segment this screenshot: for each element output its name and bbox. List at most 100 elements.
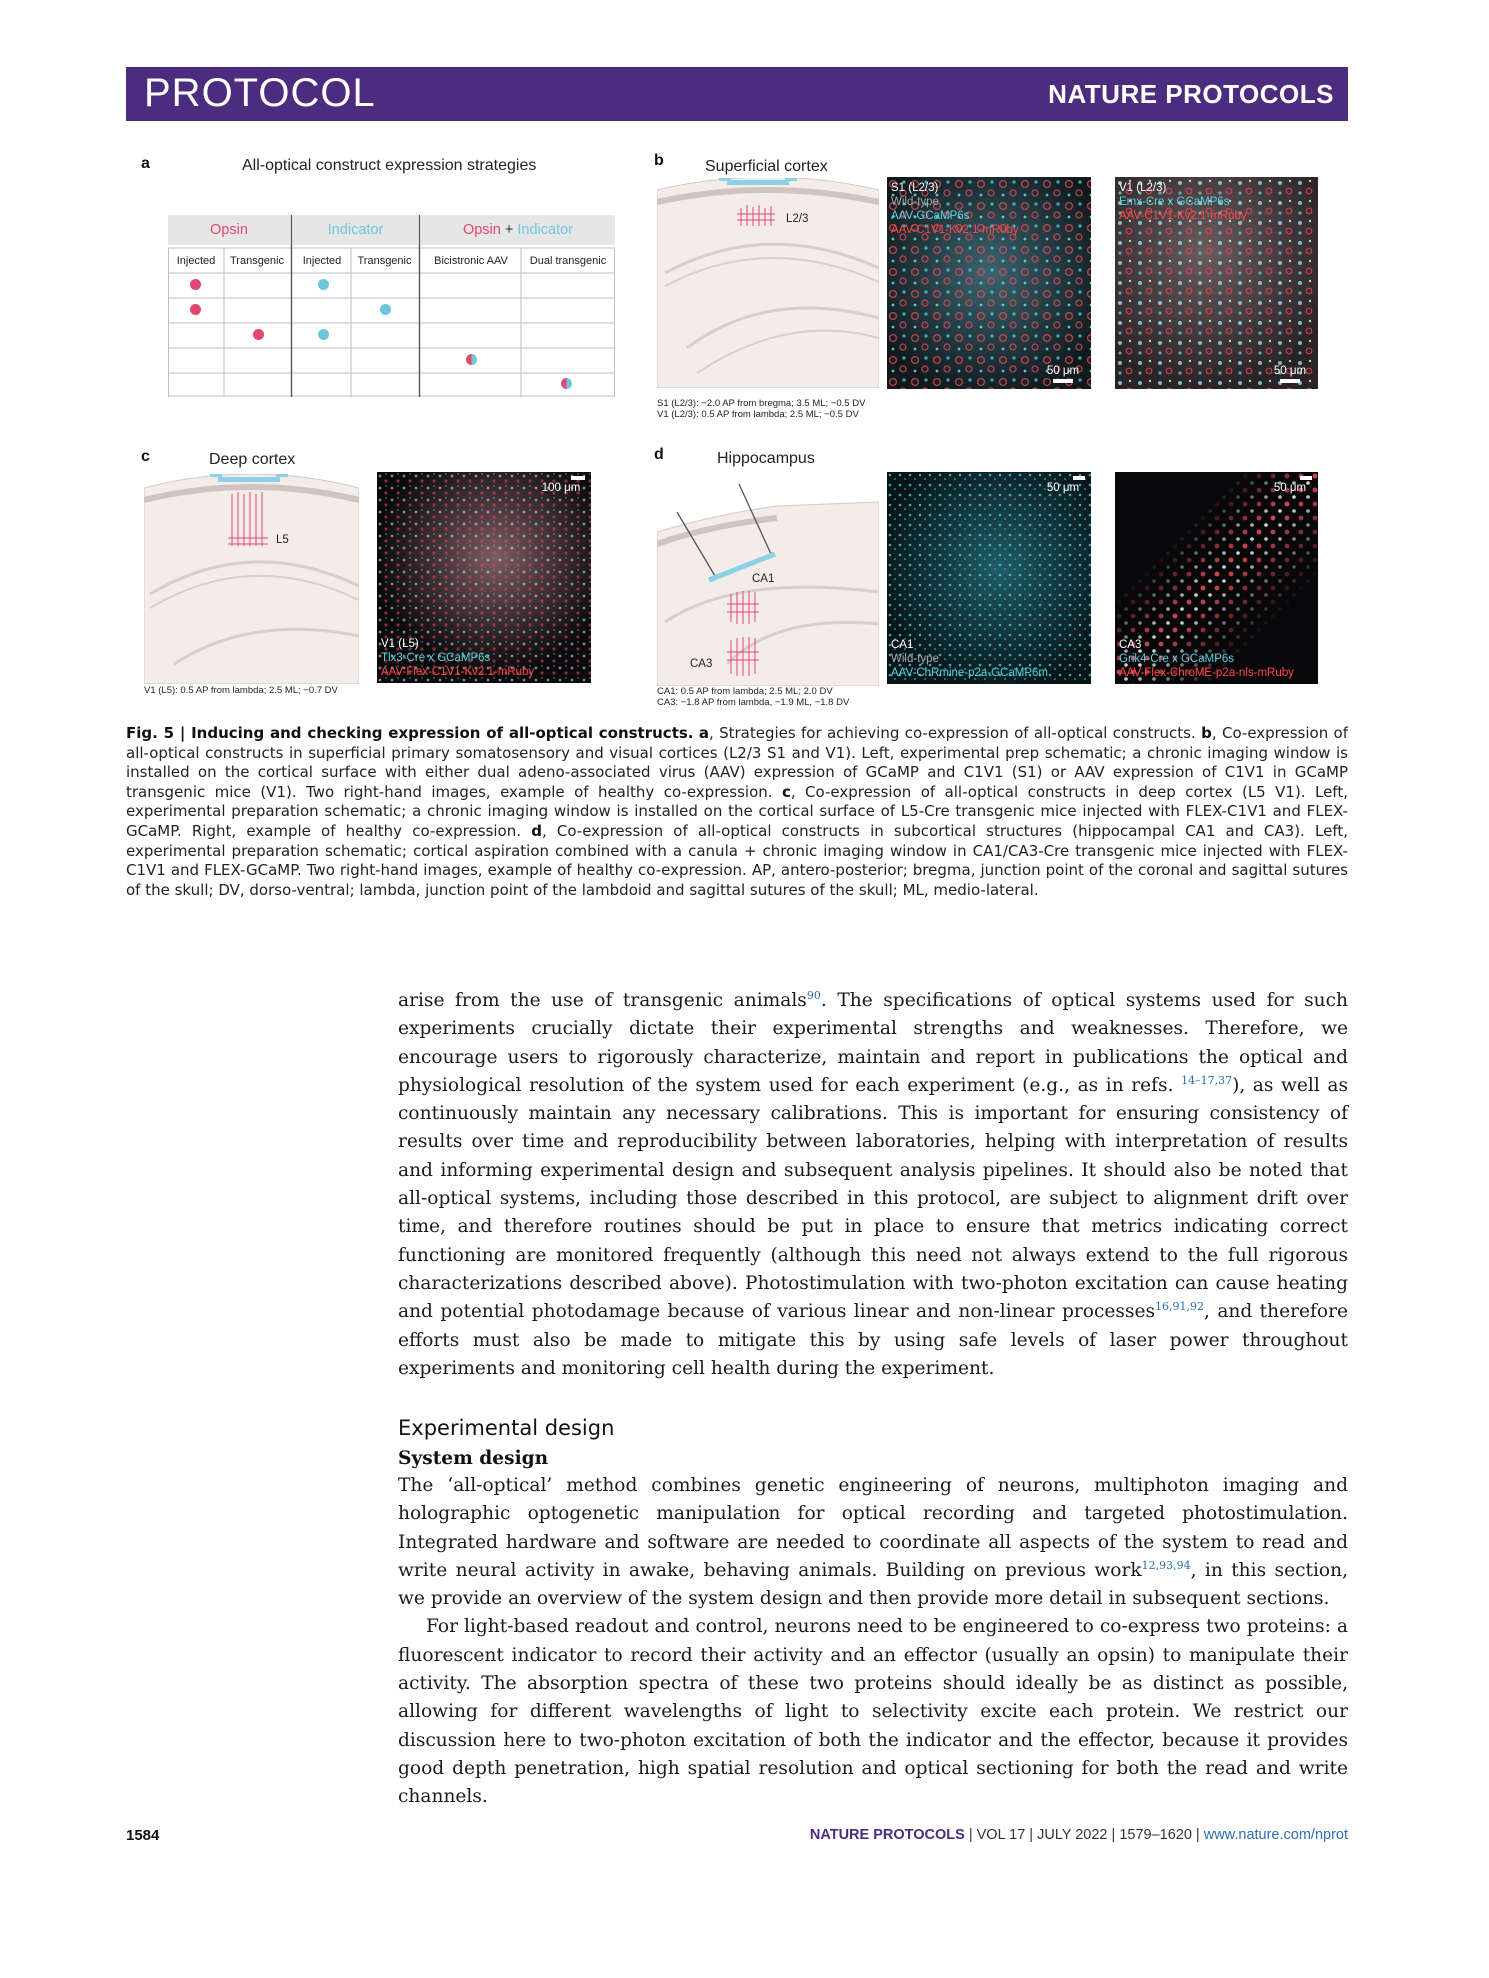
- caption-b-text: , Co-expression of all-optical construct…: [126, 724, 1349, 801]
- body-text: , and therefore efforts must also be mad…: [398, 1301, 1348, 1379]
- caption-d-letter: d: [531, 821, 542, 840]
- header-opsin: Opsin: [168, 215, 290, 245]
- panel-c-title: Deep cortex: [209, 451, 296, 468]
- bicistronic-dot: [466, 354, 477, 365]
- coords-panel-c: V1 (L5): 0.5 AP from lambda; 2.5 ML; −0.…: [144, 685, 338, 696]
- footer-citation: NATURE PROTOCOLS | VOL 17 | JULY 2022 | …: [810, 1827, 1348, 1843]
- micrograph-labels: V1 (L5) Tlx3-Cre x GCaMP6s AAV-Flex-C1V1…: [381, 637, 534, 679]
- caption-c-text: , Co-expression of all-optical construct…: [126, 782, 1348, 840]
- reference-link[interactable]: 14–17,37: [1181, 1073, 1233, 1087]
- opsin-dot: [190, 279, 201, 290]
- indicator-dot: [318, 279, 329, 290]
- body-paragraph-3: For light-based readout and control, neu…: [398, 1616, 1348, 1808]
- region-label: CA3: [1119, 639, 1142, 651]
- page-header: PROTOCOL NATURE PROTOCOLS: [126, 67, 1348, 121]
- region-label: V1 (L5): [381, 638, 419, 650]
- indicator-dot: [318, 329, 329, 340]
- genotype-label: Emx-Cre x GCaMP6s: [1119, 196, 1230, 208]
- genotype-label: Tlx3-Cre x GCaMP6s: [381, 652, 491, 664]
- section-heading: Experimental design: [398, 1416, 615, 1440]
- scale-bar-label: 50 μm: [1273, 482, 1307, 494]
- col-dual-transgenic: Dual transgenic: [529, 255, 607, 267]
- micrograph-s1-l23: S1 (L2/3) Wild-type AAV-GCaMP6s AAV-C1V1…: [887, 177, 1091, 389]
- region-label: S1 (L2/3): [891, 182, 939, 194]
- indicator-label: AAV-GCaMP6s: [891, 210, 970, 222]
- indicator-dot: [380, 304, 391, 315]
- footer-date: JULY 2022: [1037, 1827, 1108, 1843]
- coords-line: V1 (L5): 0.5 AP from lambda; 2.5 ML; −0.…: [144, 685, 338, 696]
- reference-link[interactable]: 16,91,92: [1155, 1300, 1205, 1314]
- caption-label: Fig. 5 | Inducing and checking expressio…: [126, 724, 694, 742]
- micrograph-labels: CA3 Grik4-Cre x GCaMP6s AAV-Flex-ChroME-…: [1119, 638, 1294, 680]
- scale-bar: 50 μm: [1041, 476, 1085, 494]
- header-indicator-2: Indicator: [517, 222, 574, 238]
- journal-label: NATURE PROTOCOLS: [1048, 79, 1334, 109]
- micrograph-labels: CA1 Wild-type AAV-ChRmine-p2a-GCaMP6m: [891, 638, 1048, 680]
- region-label-ca1: CA1: [752, 573, 775, 585]
- micrograph-v1-l5: 100 μm V1 (L5) Tlx3-Cre x GCaMP6s AAV-Fl…: [377, 472, 591, 683]
- opsin-dot: [190, 304, 201, 315]
- header-opsin-plus-indicator: Opsin + Indicator: [421, 215, 615, 245]
- micrograph-ca1: 50 μm CA1 Wild-type AAV-ChRmine-p2a-GCaM…: [887, 472, 1091, 684]
- micrograph-labels: V1 (L2/3) Emx-Cre x GCaMP6s AAV-C1V1-Kv2…: [1119, 181, 1247, 223]
- panel-b-title: Superficial cortex: [705, 158, 828, 175]
- body-text: . The specifications of optical systems …: [398, 990, 1348, 1096]
- scale-bar-label: 50 μm: [1046, 482, 1080, 494]
- construct-label: AAV-ChRmine-p2a-GCaMP6m: [891, 667, 1049, 679]
- footer-separator: |: [1107, 1827, 1120, 1843]
- scale-bar: 50 μm: [1268, 365, 1312, 383]
- opsin-label: AAV-C1V1-Kv2.1-mRuby: [891, 224, 1019, 236]
- footer-separator: |: [1025, 1827, 1038, 1843]
- caption-d-text: , Co-expression of all-optical construct…: [126, 821, 1348, 899]
- micrograph-texture: [887, 177, 1091, 389]
- panel-d-letter: d: [654, 446, 664, 463]
- footer-separator: |: [1191, 1827, 1204, 1843]
- body-paragraph-2: The ‘all-optical’ method combines geneti…: [398, 1472, 1348, 1812]
- figure-caption: Fig. 5 | Inducing and checking expressio…: [126, 724, 1348, 900]
- opsin-dot: [253, 329, 264, 340]
- construct-label: AAV-Flex-ChroME-p2a-nls-mRuby: [1119, 667, 1294, 679]
- reference-link[interactable]: 90: [806, 988, 821, 1002]
- caption-c-letter: c: [781, 782, 791, 801]
- scale-bar: 50 μm: [1268, 476, 1312, 494]
- subsection-heading: System design: [398, 1448, 549, 1469]
- micrograph-texture: [377, 472, 591, 683]
- opsin-label: AAV-C1V1-Kv2.1-mRuby: [1119, 210, 1247, 222]
- brain-schematic-hippocampus: [657, 483, 879, 686]
- reference-link[interactable]: 12,93,94: [1141, 1558, 1191, 1572]
- region-label-ca3: CA3: [690, 658, 713, 670]
- caption-a-text: , Strategies for achieving co-expression…: [708, 724, 1196, 742]
- panel-c-letter: c: [141, 448, 150, 465]
- panel-b-letter: b: [654, 152, 664, 169]
- section-label: PROTOCOL: [144, 71, 376, 115]
- header-opsin-2: Opsin: [462, 222, 501, 238]
- region-label: CA1: [891, 639, 914, 651]
- layer-label-l23: L2/3: [786, 213, 809, 225]
- header-indicator: Indicator: [293, 215, 418, 245]
- coords-line: S1 (L2/3): −2.0 AP from bregma; 3.5 ML; …: [657, 398, 866, 409]
- coords-line: V1 (L2/3): 0.5 AP from lambda; 2.5 ML; −…: [657, 409, 859, 420]
- panel-a-title: All-optical construct expression strateg…: [242, 157, 537, 174]
- brain-schematic-superficial: [657, 178, 879, 388]
- footer-url[interactable]: www.nature.com/nprot: [1203, 1827, 1348, 1843]
- genotype-label: Grik4-Cre x GCaMP6s: [1119, 653, 1235, 665]
- footer-volume: VOL 17: [976, 1827, 1026, 1843]
- col-injected-indicator: Injected: [302, 255, 342, 267]
- coords-line: CA3: −1.8 AP from lambda, −1.9 ML, −1.8 …: [657, 697, 850, 708]
- dual-transgenic-dot: [561, 378, 572, 389]
- body-text: ), as well as continuously maintain any …: [398, 1074, 1349, 1323]
- col-transgenic-opsin: Transgenic: [229, 255, 284, 267]
- micrograph-texture: [1115, 472, 1318, 684]
- region-label: V1 (L2/3): [1119, 182, 1167, 194]
- header-plus: +: [504, 222, 514, 238]
- col-transgenic-indicator: Transgenic: [357, 255, 412, 267]
- footer-pages: 1579–1620: [1119, 1827, 1192, 1843]
- body-text: , in this section, we provide an overvie…: [398, 1559, 1348, 1610]
- footer-journal-name: NATURE PROTOCOLS: [809, 1827, 965, 1843]
- panel-a-letter: a: [141, 155, 150, 172]
- coords-line: CA1: 0.5 AP from lambda; 2.5 ML; 2.0 DV: [657, 686, 833, 697]
- scale-bar-label: 50 μm: [1273, 365, 1307, 377]
- table-grid-lines: [168, 215, 615, 397]
- caption-b-letter: b: [1201, 724, 1212, 742]
- body-text: The ‘all-optical’ method combines geneti…: [398, 1475, 1348, 1581]
